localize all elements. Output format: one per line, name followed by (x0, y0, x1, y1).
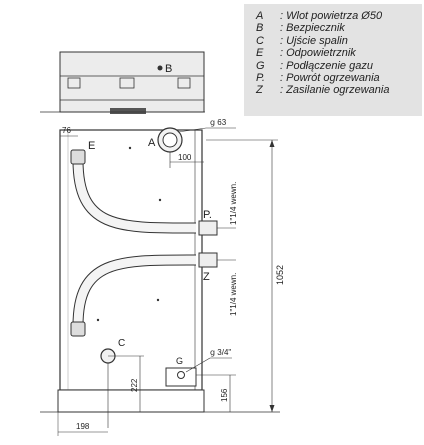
vent-valve-bottom (70, 321, 86, 337)
control-panel (59, 51, 205, 113)
dim-63: ց 63 (210, 118, 227, 127)
label-g: G (176, 356, 183, 366)
dim-100: 100 (178, 153, 192, 162)
legend-item: B : Bezpiecznik (256, 22, 422, 34)
legend-letter: P. (256, 71, 265, 84)
mount-dot (158, 198, 162, 202)
legend-letter: A (256, 10, 264, 22)
dim-222: 222 (130, 378, 139, 392)
legend-letter: E (256, 47, 264, 60)
gas-leader (185, 357, 211, 373)
legend-item: A : Wlot powietrza Ø50 (256, 10, 422, 22)
legend-item: G : Podłączenie gazu (256, 60, 422, 72)
boiler-base (57, 389, 205, 413)
vent-valve-top (70, 149, 86, 165)
label-e: E (88, 140, 95, 152)
label-p: P. (203, 209, 212, 221)
panel-connector (110, 108, 146, 114)
fitting-z (198, 252, 218, 268)
legend-item: E : Odpowietrznik (256, 47, 422, 59)
dim-76: 76 (62, 126, 71, 135)
panel-bracket-middle (119, 77, 135, 89)
legend-item: Z : Zasilanie ogrzewania (256, 84, 422, 96)
legend-text: : Powrót ogrzewania (280, 71, 380, 84)
legend-text: : Zasilanie ogrzewania (280, 84, 390, 97)
legend-text: : Wlot powietrza Ø50 (280, 10, 383, 22)
dim-pipe-upper: 1"1/4 wewn. (229, 182, 238, 225)
mount-dot (156, 298, 160, 302)
fitting-p (198, 220, 218, 236)
panel-bracket-right (177, 77, 191, 89)
return-pipe-inner (73, 159, 197, 233)
mount-dot (128, 146, 132, 150)
label-b: B (165, 63, 172, 75)
panel-bracket-left (67, 77, 81, 89)
label-z: Z (203, 271, 210, 283)
dim-pipe-lower: 1"1/4 wewn. (229, 273, 238, 316)
dim-1052-arrow-bottom (269, 405, 275, 412)
fuse-point (157, 65, 163, 71)
dim-1052: 1052 (275, 265, 285, 285)
dim-gas: ց 3/4" (210, 348, 231, 357)
legend-letter: Z (256, 84, 263, 97)
legend-text: : Podłączenie gazu (280, 59, 373, 72)
supply-pipe-inner (73, 255, 197, 327)
legend-item: C : Ujście spalin (256, 35, 422, 47)
label-c: C (118, 338, 125, 349)
legend-text: : Bezpiecznik (280, 22, 345, 35)
legend-letter: G (256, 59, 265, 72)
legend-text: : Ujście spalin (280, 34, 348, 47)
legend-letter: B (256, 22, 264, 35)
mount-dot (96, 318, 100, 322)
legend-letter: C (256, 34, 264, 47)
dim-156: 156 (220, 388, 229, 402)
label-a: A (148, 137, 156, 149)
legend-item: P. : Powrót ogrzewania (256, 72, 422, 84)
dim-198: 198 (76, 422, 90, 431)
dim-1052-arrow-top (269, 140, 275, 147)
air-inlet-inner (162, 132, 178, 148)
legend-text: : Odpowietrznik (280, 47, 356, 60)
gas-fitting (177, 371, 185, 379)
leader-63 (177, 127, 207, 133)
